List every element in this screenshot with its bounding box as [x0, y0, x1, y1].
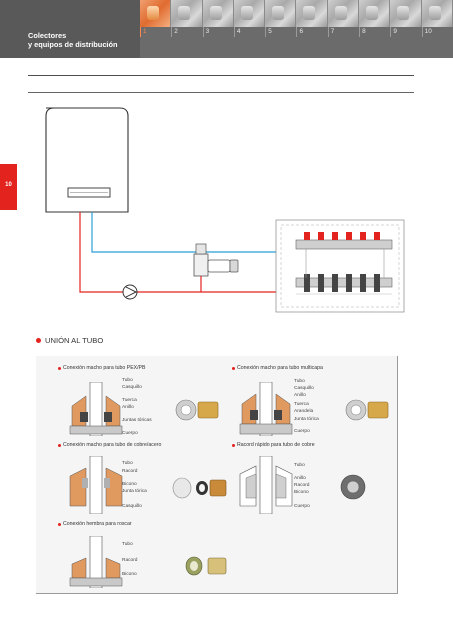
female-fitting-photo: [185, 556, 227, 576]
part-label: Bicono: [122, 482, 137, 487]
chapter-number-10[interactable]: 10: [421, 27, 453, 37]
chapter-photo-1: [140, 0, 172, 27]
top-divider: [28, 75, 414, 76]
chapter-number-2[interactable]: 2: [171, 27, 202, 37]
section-divider: [28, 92, 414, 93]
connection-caption-2: Conexión macho para tubo multicapa: [232, 365, 323, 371]
caption-bullet-icon: [58, 443, 61, 447]
connection-caption-text: Conexión macho para tubo multicapa: [237, 365, 323, 371]
part-label: Anillo: [294, 476, 306, 481]
part-label: Tuerca: [122, 398, 137, 403]
mixing-valve: [193, 243, 239, 292]
part-label: Anillo: [122, 405, 134, 410]
caption-bullet-icon: [58, 366, 61, 370]
chapter-photo-3: [202, 0, 234, 27]
header-title-block: Colectores y equipos de distribución: [0, 0, 140, 58]
connection-caption-text: Racord rápido para tubo de cobre: [237, 442, 315, 448]
chapter-photo-9: [390, 0, 422, 27]
bullet-icon: [36, 338, 41, 343]
part-label: Tubo: [122, 542, 133, 547]
part-label: Bicono: [294, 490, 309, 495]
connection-caption-4: Racord rápido para tubo de cobre: [232, 442, 315, 448]
manifold-cabinet: [275, 219, 405, 313]
part-label: Casquillo: [294, 386, 314, 391]
part-label: Cuerpo: [294, 429, 310, 434]
part-label: Arandela: [294, 409, 314, 414]
chapter-number-4[interactable]: 4: [233, 27, 265, 37]
caption-bullet-icon: [232, 443, 235, 447]
connection-caption-text: Conexión hembra para roscar: [63, 521, 132, 527]
copper-fitting-section-drawing: [69, 456, 123, 514]
part-label: Tubo: [122, 461, 133, 466]
connection-caption-1: Conexión macho para tubo PEX/PB: [58, 365, 145, 371]
part-label: Tubo: [294, 463, 305, 468]
part-label: Junta tórica: [122, 489, 147, 494]
part-label: Bicono: [122, 572, 137, 577]
chapter-photo-7: [327, 0, 360, 27]
connection-caption-text: Conexión macho para tubo PEX/PB: [63, 365, 146, 371]
connections-panel: Conexión macho para tubo PEX/PB Tubo Cas…: [36, 356, 398, 594]
part-label: Anillo: [294, 393, 306, 398]
chapter-number-8[interactable]: 8: [359, 27, 390, 37]
part-label: Tuerca: [294, 402, 309, 407]
header-title-line1: Colectores: [28, 31, 67, 40]
part-label: Tubo: [122, 378, 133, 383]
chapter-photo-10: [421, 0, 453, 27]
chapter-photo-2: [171, 0, 203, 27]
part-label: Racord: [122, 558, 138, 563]
copper-fitting-photo: [172, 477, 227, 499]
chapter-number-6[interactable]: 6: [296, 27, 327, 37]
chapter-photo-4: [233, 0, 266, 27]
part-label: Casquillo: [122, 504, 142, 509]
caption-bullet-icon: [58, 522, 61, 526]
page-number: 10: [5, 182, 12, 188]
part-label: Junta tórica: [294, 417, 319, 422]
caption-bullet-icon: [232, 366, 235, 370]
multilayer-fitting-section-drawing: [239, 382, 293, 436]
chapter-photo-6: [296, 0, 328, 27]
chapter-numbers: 1 2 3 4 5 6 7 8 9 10: [140, 27, 453, 37]
connection-caption-text: Conexión macho para tubo de cobre/acero: [63, 442, 162, 448]
pex-fitting-photo: [175, 399, 219, 421]
chapter-photo-5: [265, 0, 297, 27]
part-label: Casquillo: [122, 385, 142, 390]
boiler-illustration: [45, 107, 129, 213]
part-label: Tubo: [294, 379, 305, 384]
part-label: Cuerpo: [294, 504, 310, 509]
chapter-number-1[interactable]: 1: [140, 27, 171, 37]
chapter-number-7[interactable]: 7: [327, 27, 359, 37]
pex-fitting-section-drawing: [69, 382, 123, 436]
page-number-tab: [0, 164, 17, 210]
page-header: Colectores y equipos de distribución 1 2…: [0, 0, 453, 58]
part-label: Racord: [294, 483, 310, 488]
installation-schematic: [45, 107, 405, 313]
connection-caption-3: Conexión macho para tubo de cobre/acero: [58, 442, 161, 448]
chapter-photo-strip: [140, 0, 453, 27]
quick-fitting-photo: [340, 474, 366, 500]
part-label: Juntas tóricas: [122, 418, 152, 423]
header-title: Colectores y equipos de distribución: [28, 31, 118, 49]
quick-fitting-section-drawing: [239, 456, 293, 514]
multilayer-fitting-photo: [345, 399, 389, 421]
pump-symbol: [122, 284, 138, 300]
part-label: Racord: [122, 469, 138, 474]
chapter-photo-8: [359, 0, 391, 27]
section-title: UNIÓN AL TUBO: [45, 336, 104, 345]
header-title-line2: y equipos de distribución: [28, 40, 118, 49]
chapter-number-9[interactable]: 9: [390, 27, 421, 37]
part-label: Cuerpo: [122, 431, 138, 436]
chapter-number-5[interactable]: 5: [265, 27, 296, 37]
supply-pipe: [91, 212, 292, 253]
female-fitting-section-drawing: [69, 536, 123, 588]
section-heading: UNIÓN AL TUBO: [36, 336, 103, 345]
chapter-number-3[interactable]: 3: [202, 27, 234, 37]
connection-caption-5: Conexión hembra para roscar: [58, 521, 132, 527]
